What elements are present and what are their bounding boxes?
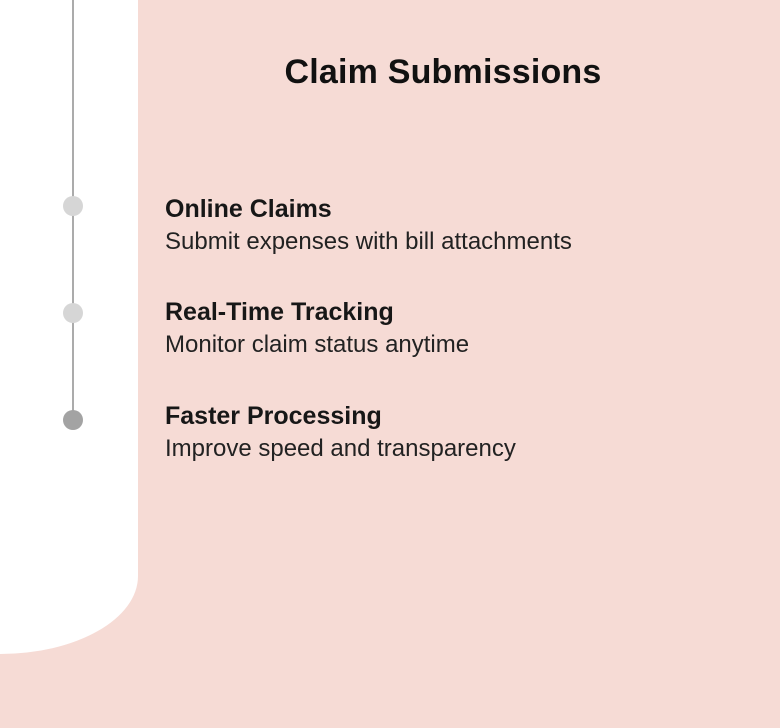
item-description: Improve speed and transparency bbox=[165, 435, 516, 462]
page-title: Claim Submissions bbox=[284, 53, 602, 91]
item-heading: Online Claims bbox=[165, 195, 332, 223]
timeline-dot bbox=[63, 410, 83, 430]
timeline-item: Online Claims Submit expenses with bill … bbox=[165, 193, 725, 258]
timeline-item: Faster Processing Improve speed and tran… bbox=[165, 400, 725, 465]
item-description: Monitor claim status anytime bbox=[165, 331, 470, 358]
item-heading: Faster Processing bbox=[165, 402, 382, 430]
left-panel bbox=[0, 0, 138, 654]
item-description: Submit expenses with bill attachments bbox=[165, 228, 572, 255]
timeline-dot bbox=[63, 303, 83, 323]
timeline-item: Real-Time Tracking Monitor claim status … bbox=[165, 296, 725, 361]
item-heading: Real-Time Tracking bbox=[165, 298, 394, 326]
timeline-dot bbox=[63, 196, 83, 216]
